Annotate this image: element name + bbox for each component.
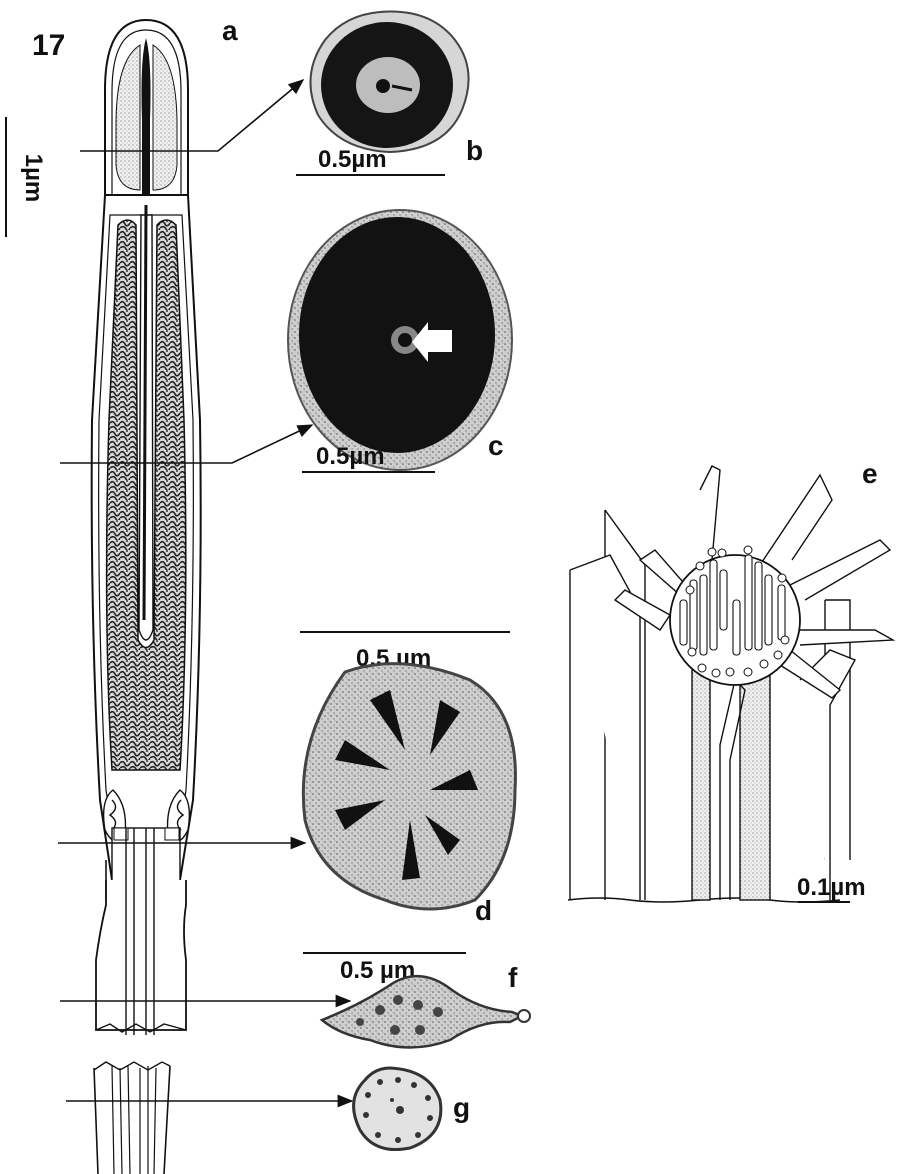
panel-c-label: c <box>488 430 504 461</box>
scale-bar-a-label: 1µm <box>20 154 47 203</box>
panel-c-micrograph: 0.5µm c <box>288 210 512 472</box>
panel-e-schematic: 0.1µm e <box>568 458 893 902</box>
panel-d-micrograph: 0.5 µm d <box>300 632 515 926</box>
panel-g-label: g <box>453 1092 470 1123</box>
panel-e-label: e <box>862 458 878 489</box>
panel-f-label: f <box>508 962 518 993</box>
panel-d-label: d <box>475 895 492 926</box>
scale-bar-e-label: 0.1µm <box>797 874 866 901</box>
panel-a-label: a <box>222 15 238 46</box>
scale-bar-a: 1µm <box>6 117 47 237</box>
panel-b-label: b <box>466 135 483 166</box>
scale-bar-b-label: 0.5µm <box>318 146 387 173</box>
panel-g-micrograph: g <box>354 1068 471 1150</box>
panel-b-micrograph: 0.5µm b <box>296 12 483 175</box>
figure-number: 17 <box>32 29 65 62</box>
scale-bar-c-label: 0.5µm <box>316 443 385 470</box>
